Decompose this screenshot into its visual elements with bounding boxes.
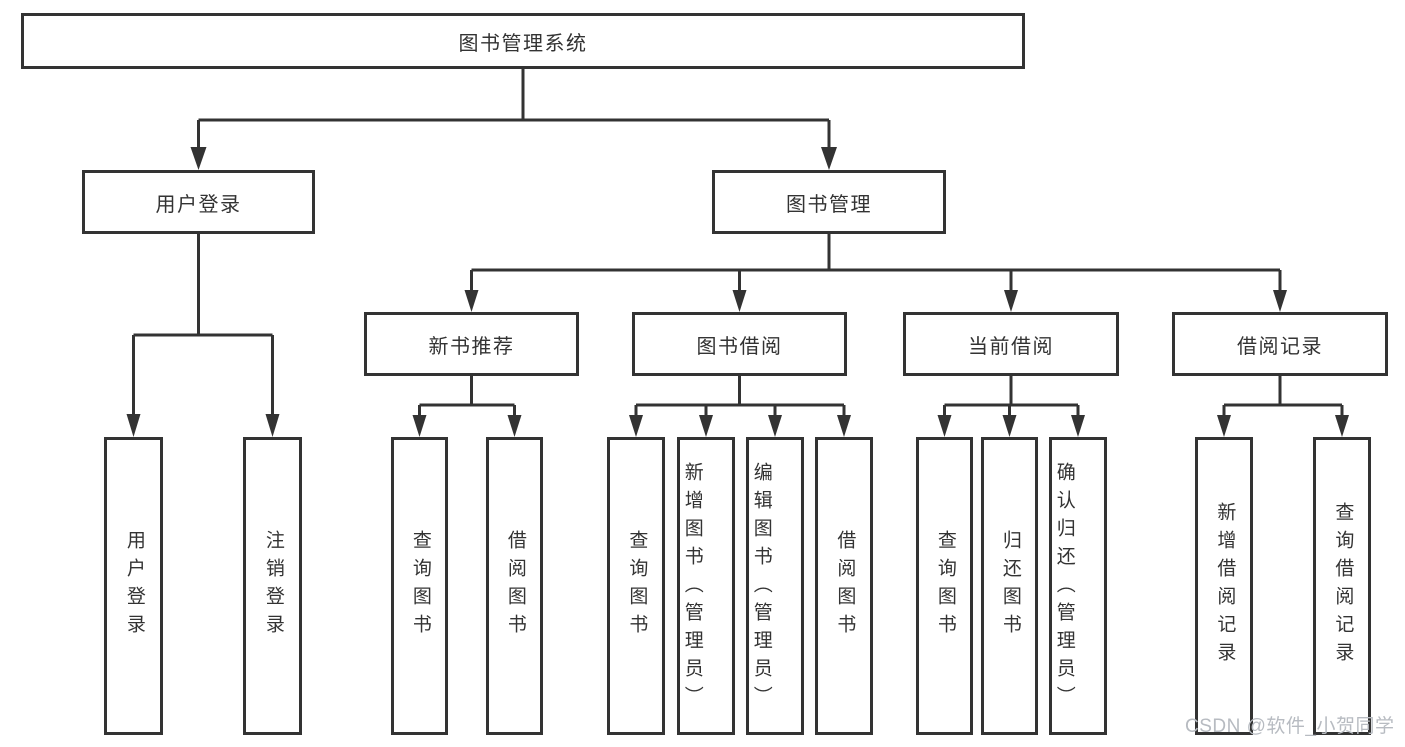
- node-label: 编辑图书（管理员）: [750, 462, 772, 714]
- node-label: 注销登录: [262, 530, 284, 642]
- leaf-current-query-book: 查询图书: [916, 437, 973, 735]
- node-book-borrow: 图书借阅: [632, 312, 847, 376]
- node-borrow-records: 借阅记录: [1172, 312, 1388, 376]
- node-current-borrow: 当前借阅: [903, 312, 1119, 376]
- node-new-book-recommend: 新书推荐: [364, 312, 579, 376]
- node-label: 借阅图书: [504, 530, 526, 642]
- leaf-logout: 注销登录: [243, 437, 302, 735]
- node-book-management: 图书管理: [712, 170, 946, 234]
- node-label: 借阅图书: [834, 530, 856, 642]
- node-label: 查询图书: [934, 530, 956, 642]
- node-label: 查询图书: [409, 530, 431, 642]
- node-root: 图书管理系统: [21, 13, 1025, 69]
- leaf-borrow-add-book: 新增图书（管理员）: [677, 437, 735, 735]
- node-label: 确认归还（管理员）: [1053, 462, 1075, 714]
- node-label: 图书借阅: [696, 335, 783, 358]
- watermark: CSDN @软件_小贺同学: [1185, 716, 1395, 737]
- node-label: 查询借阅记录: [1332, 502, 1354, 670]
- connector-arrowheads: [126, 147, 1349, 437]
- node-user-login: 用户登录: [82, 170, 315, 234]
- leaf-records-add-record: 新增借阅记录: [1195, 437, 1253, 735]
- node-label: 新增图书（管理员）: [681, 462, 703, 714]
- leaf-borrow-borrow-book: 借阅图书: [815, 437, 873, 735]
- leaf-records-query-record: 查询借阅记录: [1313, 437, 1371, 735]
- node-label: 查询图书: [626, 530, 648, 642]
- leaf-current-return-book: 归还图书: [981, 437, 1038, 735]
- node-label: 归还图书: [999, 530, 1021, 642]
- node-label: 用户登录: [155, 193, 242, 216]
- leaf-recommend-borrow-book: 借阅图书: [486, 437, 543, 735]
- leaf-borrow-query-book: 查询图书: [607, 437, 665, 735]
- leaf-recommend-query-book: 查询图书: [391, 437, 448, 735]
- leaf-current-confirm-return: 确认归还（管理员）: [1049, 437, 1107, 735]
- node-label: 用户登录: [123, 530, 145, 642]
- node-label: 当前借阅: [968, 335, 1054, 358]
- leaf-borrow-edit-book: 编辑图书（管理员）: [746, 437, 804, 735]
- node-label: 新增借阅记录: [1214, 502, 1236, 670]
- node-label: 图书管理系统: [458, 32, 588, 55]
- node-label: 借阅记录: [1237, 335, 1323, 358]
- node-label: 新书推荐: [428, 335, 515, 358]
- node-label: 图书管理: [786, 193, 872, 216]
- leaf-user-login: 用户登录: [104, 437, 163, 735]
